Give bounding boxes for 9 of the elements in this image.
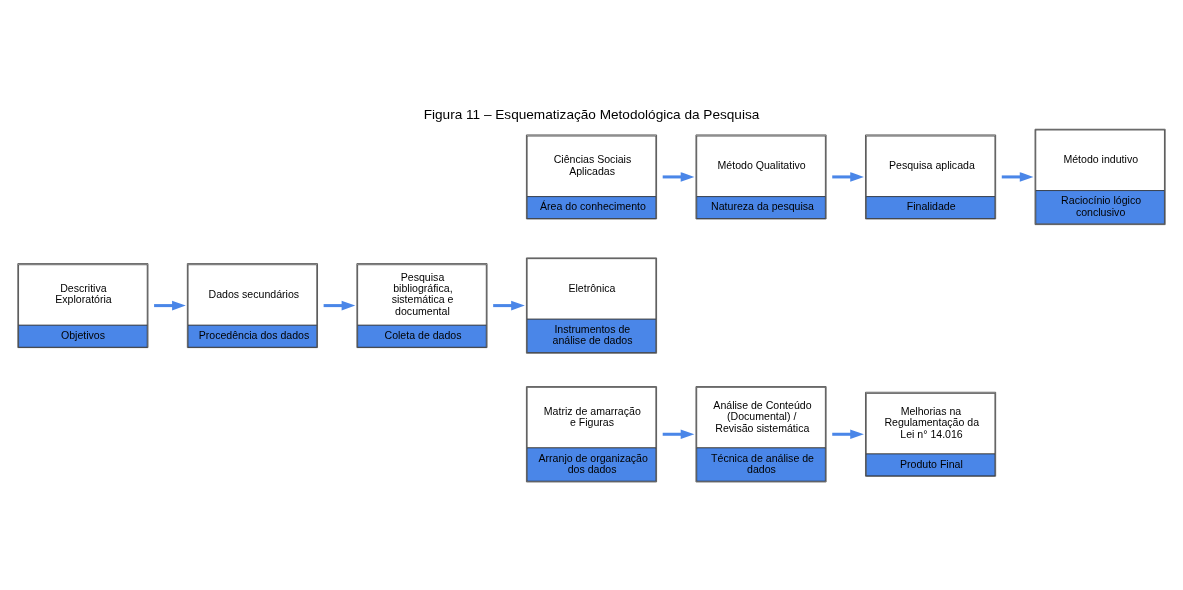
arrow xyxy=(154,300,186,311)
diagram-title: Figura 11 – Esquematização Metodológica da Pesquisa xyxy=(423,106,760,122)
arrow xyxy=(493,300,525,311)
arrow xyxy=(832,172,864,182)
arrow xyxy=(662,172,695,182)
arrow xyxy=(662,429,695,440)
arrow xyxy=(1001,172,1034,182)
arrow xyxy=(832,429,864,440)
arrow xyxy=(323,300,356,311)
